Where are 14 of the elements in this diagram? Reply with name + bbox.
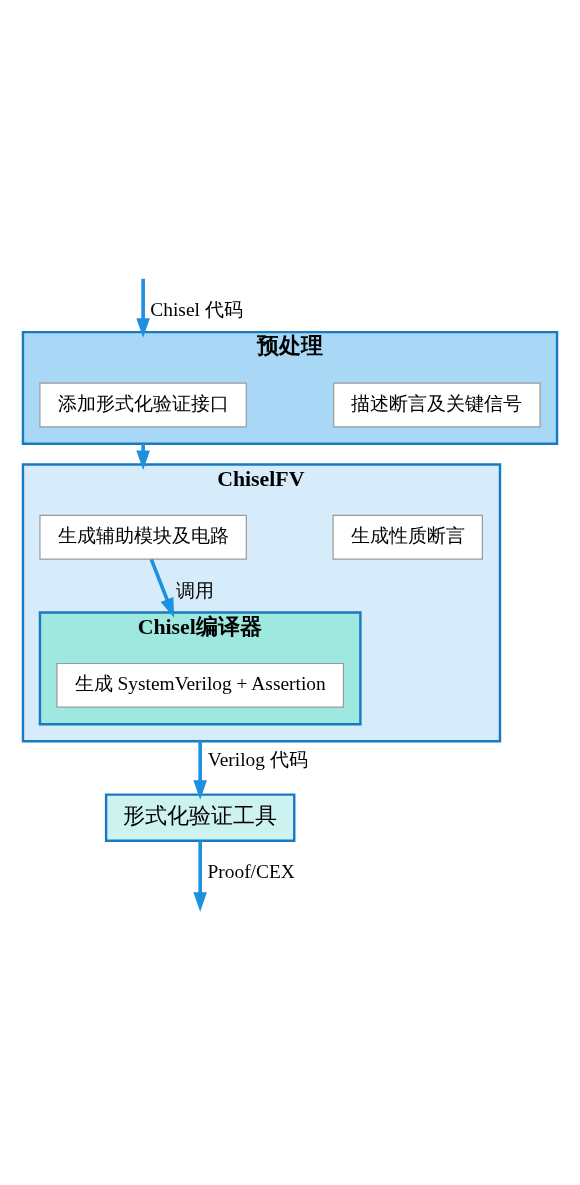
edge-label: Chisel 代码 <box>150 299 243 321</box>
arrow <box>193 741 207 800</box>
edge-label: 调用 <box>175 579 214 601</box>
node-box: 描述断言及关键信号 <box>333 382 541 428</box>
arrow <box>149 558 175 618</box>
node-box: 形式化验证工具 <box>104 793 296 842</box>
arrow <box>193 840 207 912</box>
edge-label: Verilog 代码 <box>207 749 308 771</box>
node-box: 生成辅助模块及电路 <box>39 514 247 560</box>
arrow <box>136 278 150 338</box>
node-box: 生成性质断言 <box>332 514 483 560</box>
edge-label: Proof/CEX <box>207 861 295 883</box>
node-box: 生成 SystemVerilog + Assertion <box>56 662 344 708</box>
node-box: 添加形式化验证接口 <box>39 382 247 428</box>
